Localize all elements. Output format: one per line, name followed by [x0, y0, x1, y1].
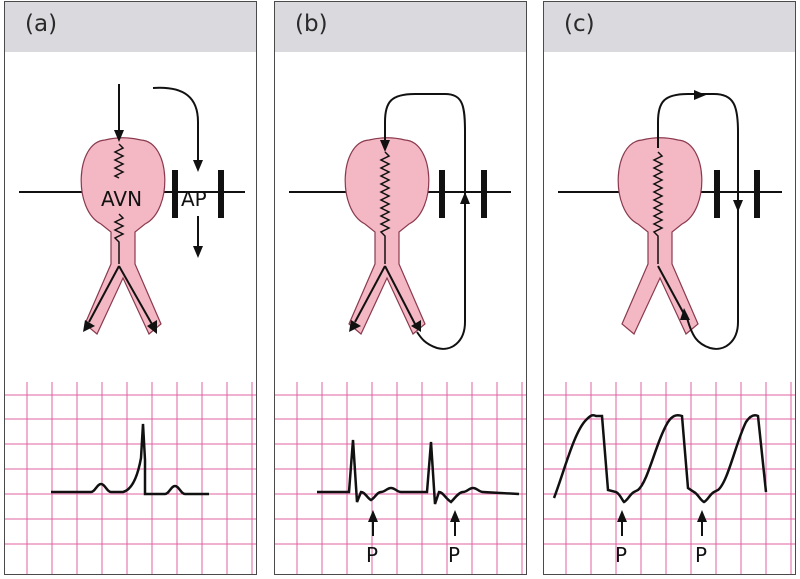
branch-left	[88, 265, 120, 323]
panel-b-diagram: P P	[275, 93, 526, 574]
panel-a-diagram: AVN AP	[5, 84, 256, 574]
accessory-bar-left	[439, 170, 445, 218]
zigzag-conduction	[652, 151, 664, 264]
branch-right	[118, 265, 154, 327]
ecg-grid	[275, 382, 526, 574]
p-arrow-2-head	[450, 510, 460, 522]
accessory-bar-right	[218, 170, 224, 218]
reentry-arrowhead-up	[680, 308, 690, 320]
ap-exit-arrowhead	[193, 246, 203, 258]
reentry-arrowhead-down	[380, 140, 390, 152]
ecg-trace	[552, 413, 768, 504]
p-label-1: P	[366, 543, 378, 567]
panel-a: (a) AVN AP	[4, 1, 257, 575]
ap-curve-arrowhead	[193, 160, 203, 172]
branch-right-arrowhead	[147, 320, 157, 334]
accessory-bar-left	[714, 170, 720, 218]
reentry-arrowhead-right	[694, 90, 706, 100]
branch-left-arrowhead	[349, 320, 361, 332]
branch-right	[384, 265, 416, 325]
panel-c-diagram: P P	[544, 90, 795, 574]
p-label-1: P	[615, 543, 627, 567]
panel-b-label: (b)	[295, 11, 328, 37]
panel-c: (c) P P	[543, 1, 796, 575]
zigzag-conduction	[379, 151, 391, 264]
panel-b-header	[275, 2, 526, 52]
p-label-2: P	[695, 543, 707, 567]
zigzag-conduction	[113, 143, 125, 179]
reentry-loop	[384, 93, 466, 350]
branch-right-arrowhead	[411, 320, 421, 332]
ecg-trace	[317, 439, 520, 505]
ecg-grid	[544, 382, 795, 574]
reentry-loop	[657, 93, 739, 350]
ap-curve	[152, 86, 199, 162]
ecg-trace	[51, 423, 209, 496]
av-node	[617, 137, 703, 335]
panel-c-label: (c)	[564, 11, 595, 37]
av-node	[80, 137, 166, 335]
panel-a-label: (a)	[25, 11, 58, 37]
accessory-bar-left	[172, 170, 178, 218]
av-node	[344, 137, 430, 335]
p-arrow-1-head	[368, 510, 378, 522]
avn-label: AVN	[101, 187, 142, 211]
p-arrow-2-head	[697, 510, 707, 522]
panel-a-header	[5, 2, 256, 52]
p-label-2: P	[448, 543, 460, 567]
p-arrow-1-head	[617, 510, 627, 522]
branch-left	[354, 265, 386, 323]
zigzag-conduction-lower	[113, 213, 125, 264]
entry-arrowhead	[114, 130, 124, 142]
branch-left-arrowhead	[83, 320, 95, 332]
reentry-arrowhead-down	[733, 200, 743, 212]
reentry-arrowhead-up	[460, 192, 470, 204]
accessory-bar-right	[754, 170, 760, 218]
accessory-bar-right	[481, 170, 487, 218]
ap-label: AP	[181, 187, 207, 211]
panel-b: (b) P P	[274, 1, 527, 575]
panel-c-header	[544, 2, 795, 52]
branch-right	[657, 265, 685, 315]
ecg-grid	[5, 382, 256, 574]
